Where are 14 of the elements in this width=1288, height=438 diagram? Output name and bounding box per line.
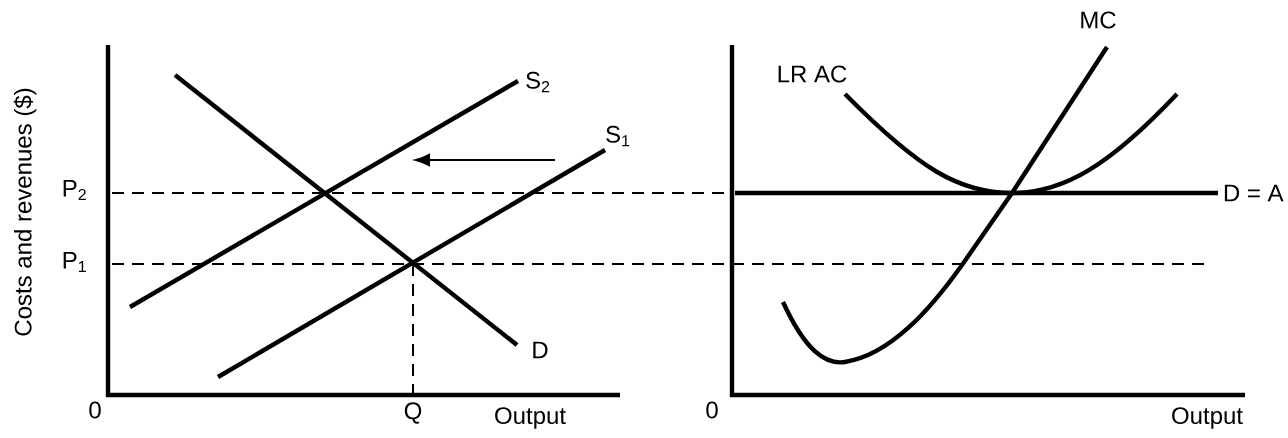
origin-label: 0: [706, 401, 718, 419]
price-label: P$_{1}$: [63, 251, 86, 273]
curve-label: MC: [1081, 11, 1116, 29]
curve-label: S$_{1}$: [606, 125, 630, 147]
quantity-label: Q: [404, 402, 422, 424]
axis-label: Output: [1172, 407, 1243, 429]
origin-label: 0: [89, 401, 101, 419]
price-label: P$_{2}$: [63, 179, 86, 201]
curve-label: LR AC: [778, 65, 847, 83]
axis-label: Costs and revenues ($): [13, 88, 37, 336]
curve-label: D: [533, 341, 548, 359]
axis-label: Output: [495, 407, 566, 429]
curve-label: S$_{2}$: [526, 71, 550, 93]
curve-label: D = A: [1224, 184, 1284, 202]
